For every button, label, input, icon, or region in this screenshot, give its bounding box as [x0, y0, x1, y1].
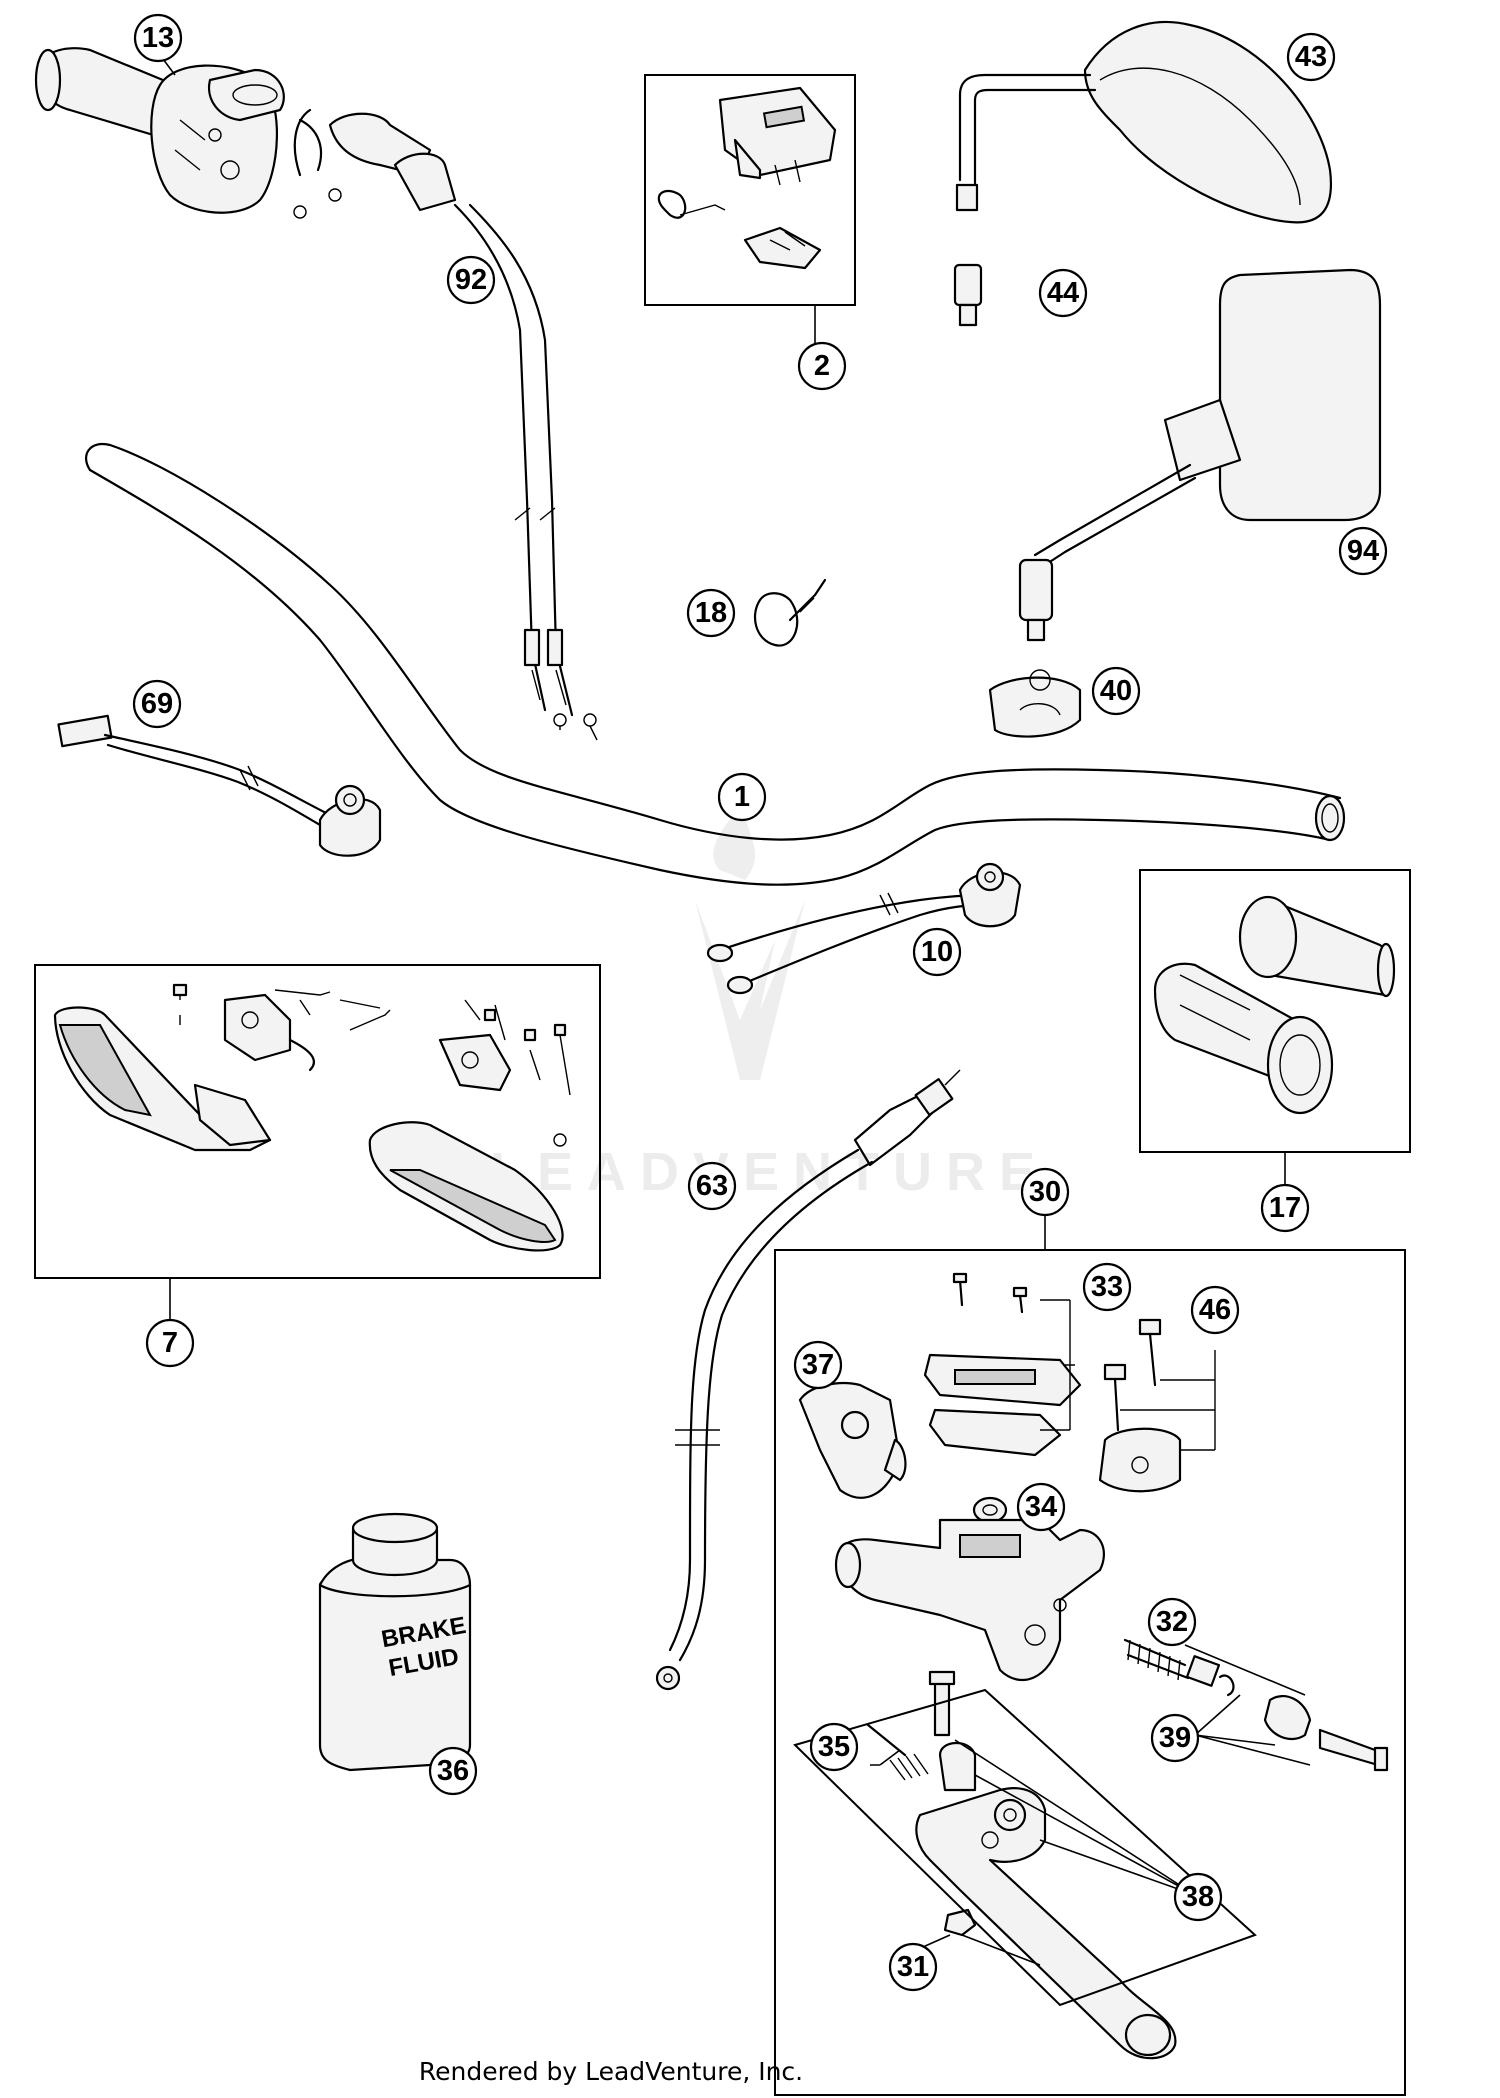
callout-34: 34 [1016, 1482, 1066, 1532]
callout-31: 31 [888, 1942, 938, 1992]
square-mirror-part [1018, 268, 1382, 642]
throttle-cables-part [293, 108, 598, 741]
right-switch-wire-part [706, 862, 1022, 995]
throttle-grip-part [34, 47, 285, 214]
callout-13: 13 [133, 13, 183, 63]
svg-text:17: 17 [1269, 1192, 1301, 1224]
mirror-part [955, 20, 1333, 224]
hand-guard-kit-part [34, 964, 601, 1320]
callout-63: 63 [687, 1161, 737, 1211]
svg-text:43: 43 [1295, 41, 1327, 73]
watermark-text: LEADVENTURE [490, 1142, 1049, 1202]
cable-tie-part [753, 578, 827, 647]
master-cylinder-kit-part [774, 1215, 1406, 2096]
svg-text:7: 7 [162, 1327, 178, 1359]
callout-46: 46 [1190, 1285, 1240, 1335]
brake-line-part [655, 1069, 961, 1691]
callout-40: 40 [1091, 666, 1141, 716]
mirror-clamp-part [988, 669, 1082, 738]
brake-fluid-can-part: BRAKE FLUID [318, 1512, 472, 1772]
svg-text:38: 38 [1182, 1881, 1214, 1913]
svg-text:10: 10 [921, 936, 953, 968]
callout-33: 33 [1082, 1262, 1132, 1312]
svg-text:92: 92 [455, 264, 487, 296]
svg-text:1: 1 [734, 781, 750, 813]
svg-text:44: 44 [1047, 277, 1079, 309]
svg-text:63: 63 [696, 1170, 728, 1202]
callout-36: 36 [428, 1746, 478, 1796]
callout-44: 44 [1038, 268, 1088, 318]
callout-69: 69 [132, 679, 182, 729]
callout-7: 7 [145, 1318, 195, 1368]
callouts: 13 92 2 43 44 94 18 40 69 1 10 7 17 63 3… [132, 13, 1388, 1992]
mirror-adapter-part [953, 263, 983, 327]
callout-2: 2 [797, 341, 847, 391]
svg-text:46: 46 [1199, 1294, 1231, 1326]
svg-text:30: 30 [1029, 1176, 1061, 1208]
callout-37: 37 [793, 1340, 843, 1390]
callout-32: 32 [1147, 1597, 1197, 1647]
svg-text:31: 31 [897, 1951, 929, 1983]
svg-text:32: 32 [1156, 1606, 1188, 1638]
svg-text:94: 94 [1347, 535, 1379, 567]
svg-text:34: 34 [1025, 1491, 1057, 1523]
callout-43: 43 [1286, 32, 1336, 82]
switch-kit-part [644, 74, 856, 355]
callout-94: 94 [1338, 526, 1388, 576]
svg-text:13: 13 [142, 22, 174, 54]
callout-18: 18 [686, 588, 736, 638]
svg-text:69: 69 [141, 688, 173, 720]
callout-92: 92 [446, 255, 496, 305]
svg-text:36: 36 [437, 1755, 469, 1787]
callout-1: 1 [717, 772, 767, 822]
callout-10: 10 [912, 927, 962, 977]
callout-39: 39 [1150, 1713, 1200, 1763]
callout-38: 38 [1173, 1872, 1223, 1922]
left-switch-wire-part [57, 714, 382, 857]
svg-text:39: 39 [1159, 1722, 1191, 1754]
svg-text:33: 33 [1091, 1271, 1123, 1303]
callout-17: 17 [1260, 1183, 1310, 1233]
callout-35: 35 [809, 1722, 859, 1772]
callout-30: 30 [1020, 1167, 1070, 1217]
svg-text:18: 18 [695, 597, 727, 629]
grips-part [1139, 869, 1411, 1185]
footer-credit: Rendered by LeadVenture, Inc. [419, 2057, 803, 2086]
svg-text:37: 37 [802, 1349, 834, 1381]
svg-text:40: 40 [1100, 675, 1132, 707]
svg-text:2: 2 [814, 350, 830, 382]
watermark: LEADVENTURE [490, 800, 1049, 1202]
handlebar-part [85, 442, 1346, 886]
svg-text:35: 35 [818, 1731, 850, 1763]
